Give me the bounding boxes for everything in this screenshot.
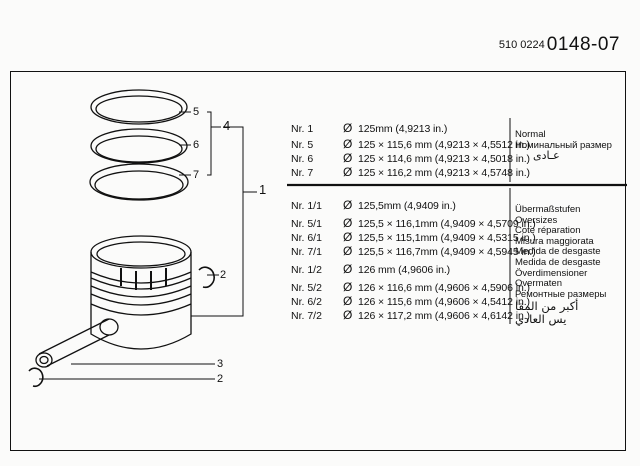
- callout-5: 5: [193, 106, 200, 118]
- callout-7: 7: [193, 169, 200, 181]
- standard-size-table: Nr. 1 Ø 125mm (4,9213 in.) Nr. 5 Ø 125 ×…: [291, 121, 530, 179]
- diameter-symbol: Ø: [343, 280, 353, 294]
- label-normal: Normal: [515, 129, 546, 140]
- snap-ring-left: [28, 367, 44, 388]
- piston-ring-bottom: [89, 163, 189, 201]
- label-oversize-dutch: Overmaten: [515, 278, 562, 290]
- callout-6: 6: [193, 139, 200, 151]
- label-oversize-italian: Misura maggiorata: [515, 235, 594, 247]
- label-oversize-arabic-1: أكبر من المقا: [515, 299, 579, 313]
- oversize-labels-arabic: أكبر من المقا يس العادي: [515, 300, 615, 326]
- document-number-main: 0148-07: [546, 34, 620, 55]
- standard-size-labels: Normal Номинальный размер عـادى: [515, 129, 612, 163]
- document-number-prefix: 510 0224: [498, 39, 545, 51]
- diameter-symbol: Ø: [343, 244, 353, 258]
- diameter-symbol: Ø: [343, 165, 353, 179]
- label-normal-arabic: عـادى: [533, 149, 560, 163]
- label-oversize-german: Übermaßstufen: [515, 204, 581, 215]
- diameter-symbol: Ø: [343, 230, 353, 244]
- oversize-table: Nr. 1/1 Ø 125,5mm (4,9409 in.) Nr. 5/1 Ø…: [291, 198, 536, 322]
- piston-body: [90, 235, 192, 350]
- piston-exploded-drawing: [28, 89, 627, 388]
- diameter-symbol: Ø: [343, 121, 353, 135]
- callout-2-snap-ring: 2: [220, 269, 227, 281]
- diameter-symbol: Ø: [343, 294, 353, 308]
- parts-diagram-frame: 5 6 7 4 1 2 3 2 Nr. 1 Ø 125mm (4,9213 in…: [10, 71, 627, 451]
- label-normal-russian: Номинальный размер: [515, 139, 612, 151]
- piston-pin: [35, 318, 119, 368]
- oversize-labels: Übermaßstufen Oversizes Cote réparation …: [515, 204, 607, 300]
- label-oversize-english: Oversizes: [515, 214, 558, 226]
- label-oversize-spanish: Medida de desgaste: [515, 246, 601, 258]
- label-oversize-spanish-2: Medida de desgaste: [515, 256, 601, 268]
- callout-3: 3: [217, 358, 224, 370]
- callout-1: 1: [259, 182, 267, 197]
- label-oversize-swedish: Överdimensioner: [515, 267, 588, 279]
- label-oversize-russian: Ремонтные размеры: [515, 288, 607, 300]
- diameter-symbol: Ø: [343, 262, 353, 276]
- label-oversize-arabic-2: يس العادي: [515, 312, 567, 326]
- callout-2-lower: 2: [217, 373, 224, 385]
- piston-ring-top: [90, 89, 188, 125]
- diameter-symbol: Ø: [343, 216, 353, 230]
- diameter-symbol: Ø: [343, 137, 353, 151]
- snap-ring-right: [198, 266, 215, 289]
- callout-4: 4: [223, 118, 231, 133]
- diameter-symbol: Ø: [343, 308, 353, 322]
- diameter-symbol: Ø: [343, 198, 353, 212]
- piston-ring-middle: [90, 128, 188, 164]
- label-oversize-french: Cote réparation: [515, 225, 581, 237]
- diameter-symbol: Ø: [343, 151, 353, 165]
